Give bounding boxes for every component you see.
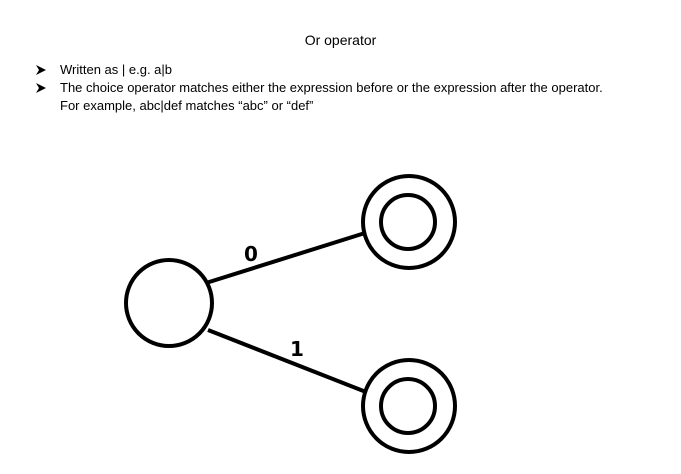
upper-accept-state (361, 174, 457, 270)
start-state (124, 258, 214, 348)
bullet-text: The choice operator matches either the e… (60, 80, 603, 95)
page-title: Or operator (304, 32, 377, 48)
arrowhead-bullet-icon (36, 83, 46, 93)
bullet-text: For example, abc|def matches “abc” or “d… (60, 98, 314, 113)
bullet-continuation: For example, abc|def matches “abc” or “d… (36, 97, 656, 115)
transition-label-1: 1 (290, 337, 304, 361)
transition-label-0: 0 (244, 242, 258, 266)
arrowhead-bullet-icon (36, 65, 46, 75)
accept-state-outer-ring (361, 174, 457, 270)
bullet-text: Written as | e.g. a|b (60, 62, 173, 77)
accept-state-inner-ring (379, 377, 437, 435)
bullet-item-syntax: Written as | e.g. a|b (36, 61, 656, 79)
lower-accept-state (361, 358, 457, 454)
bullet-list: Written as | e.g. a|b The choice operato… (36, 61, 656, 115)
accept-state-outer-ring (361, 358, 457, 454)
transition-edge-1 (207, 328, 367, 394)
bullet-item-description: The choice operator matches either the e… (36, 79, 656, 97)
accept-state-inner-ring (379, 193, 437, 251)
transition-edge-0 (205, 231, 366, 285)
